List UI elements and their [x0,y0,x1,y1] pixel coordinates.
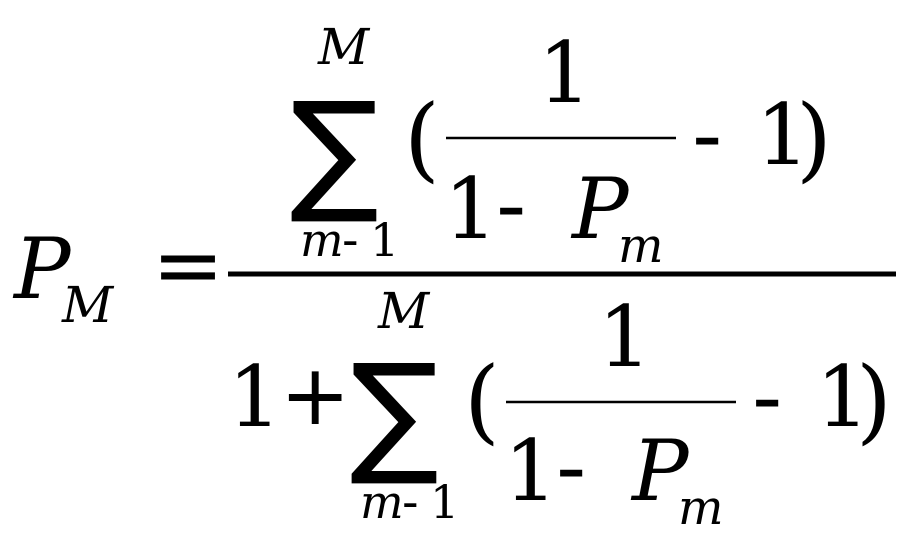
denominator-plus: + [280,346,350,444]
denominator-open-paren: ( [464,347,500,454]
numerator-open-paren: ( [404,85,440,192]
denominator-inner-frac-num: 1 [598,288,651,386]
numerator-inner-den-one: 1 [444,160,497,258]
numerator-sum-lower-op: - [342,213,359,267]
numerator-inner-den-var: P [570,160,630,258]
denominator-sum-lower-op: - [402,475,419,529]
numerator-sum-upper-limit: M [317,18,371,76]
denominator-close-paren: ) [856,347,892,454]
denominator-inner-den-sub: m [678,480,724,536]
numerator-minus: - [692,86,722,184]
lhs: P M [12,220,115,334]
denominator-minus: - [752,348,782,446]
numerator-inner-frac-num: 1 [538,24,591,122]
numerator-close-paren: ) [796,85,832,192]
denominator-sum-lower-var: m [360,475,404,529]
numerator-one: 1 [756,86,809,184]
lhs-symbol: P [12,220,72,318]
equals-sign: = [152,215,224,315]
numerator-sum-lower-var: m [300,213,344,267]
lhs-subscript: M [61,276,115,334]
numerator: M ∑ m - 1 ( 1 1 - P m - 1 ) [290,18,832,274]
denominator-sum-upper-limit: M [377,282,431,340]
numerator-inner-den-sub: m [618,218,664,274]
denominator-inner-den-op: - [556,418,586,516]
numerator-inner-den-op: - [496,156,526,254]
denominator-sum-symbol: ∑ [350,336,439,490]
denominator-leading-one: 1 [228,348,281,446]
denominator-sum-lower-num: 1 [430,475,459,529]
numerator-sum-symbol: ∑ [290,74,379,228]
denominator: 1 + M ∑ m - 1 ( 1 1 - P m - 1 ) [228,282,892,536]
denominator-inner-den-var: P [630,422,690,520]
numerator-sum-lower-num: 1 [370,213,399,267]
denominator-inner-den-one: 1 [504,422,557,520]
denominator-one: 1 [816,348,869,446]
